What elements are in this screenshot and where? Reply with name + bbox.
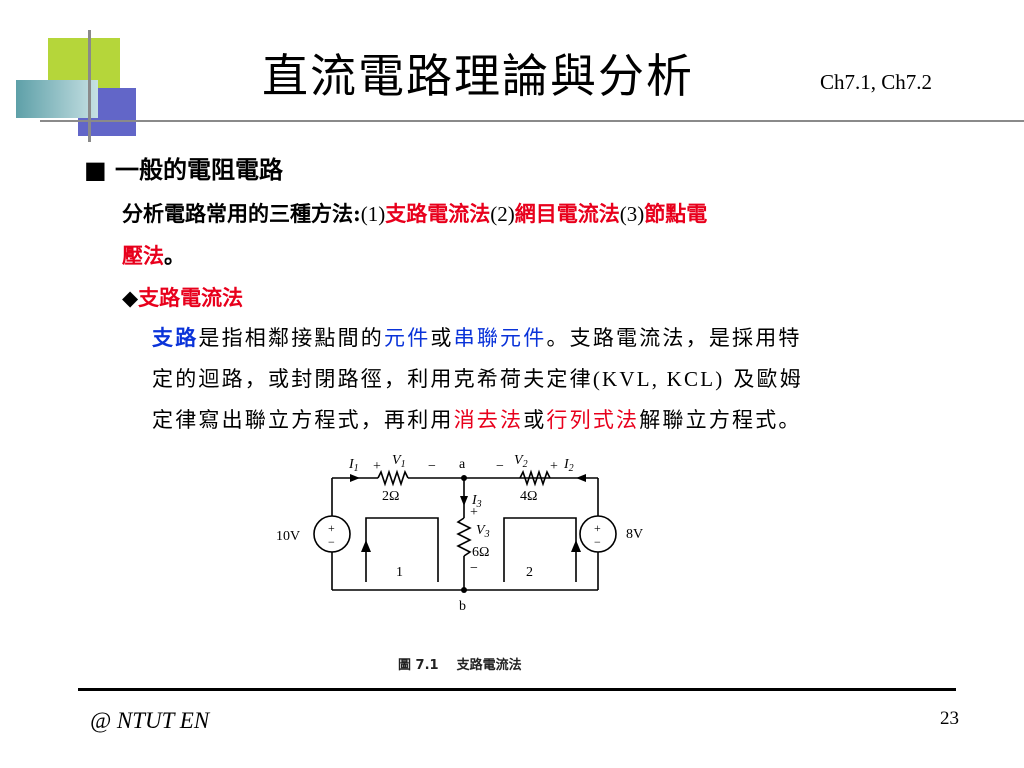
resistor-r3-label: 6Ω — [472, 545, 489, 560]
text: 及歐姆 — [724, 367, 803, 391]
square-bullet-icon: ■ — [84, 155, 107, 184]
diamond-bullet-icon: ◆ — [122, 285, 139, 310]
text: 定律寫出聯立方程式，再利用 — [152, 408, 454, 432]
node-b-dot — [461, 587, 467, 593]
resistor-r1 — [377, 469, 409, 487]
current-i3-label: I3 — [471, 493, 482, 510]
v2-minus-sign: − — [496, 459, 504, 474]
method-1: 支路電流法 — [385, 201, 491, 226]
node-a-dot — [461, 475, 467, 481]
decor-horizontal-line — [40, 120, 1024, 122]
current-arrow-i1 — [350, 474, 360, 482]
method-number-3: (3) — [619, 202, 645, 226]
current-i1-label: I1 — [348, 457, 359, 474]
paragraph-line-1: 支路是指相鄰接點間的元件或串聯元件。支路電流法，是採用特 — [152, 325, 802, 351]
text: 是指相鄰接點間的 — [198, 326, 385, 350]
methods-end: 。 — [164, 243, 185, 268]
slide-title: 直流電路理論與分析 — [262, 49, 694, 103]
resistor-r1-label: 2Ω — [382, 489, 399, 504]
figure-caption: 圖 7.1 支路電流法 — [398, 654, 522, 673]
current-arrow-i3 — [460, 496, 468, 506]
source-right-label: 8V — [626, 527, 643, 542]
text: 或 — [523, 408, 547, 432]
method-3-part-a: 節點電 — [644, 201, 708, 226]
resistor-r2 — [519, 469, 551, 487]
source-left-plus: + — [328, 521, 335, 535]
text: 定的迴路，或封閉路徑，利用克希荷夫定律 — [152, 367, 593, 391]
chapter-reference: Ch7.1, Ch7.2 — [820, 70, 933, 94]
circuit-diagram: a b I1 + V1 − 2Ω I3 + V3 6Ω − − V2 + I2 … — [276, 453, 643, 614]
term-branch: 支路 — [152, 325, 199, 350]
resistor-r2-label: 4Ω — [520, 489, 537, 504]
text: (KVL, KCL) — [592, 367, 725, 391]
term-element: 元件 — [384, 326, 431, 350]
method-2: 網目電流法 — [514, 201, 620, 226]
loop-1-arrowhead — [361, 540, 371, 552]
figure-caption-text: 支路電流法 — [456, 658, 522, 673]
text: 。支路電流法，是採用特 — [546, 326, 802, 350]
section-heading: ■ 一般的電阻電路 — [84, 155, 284, 185]
voltage-v3-label: V3 — [476, 523, 490, 540]
text: 解聯立方程式。 — [639, 408, 802, 432]
term-elimination-method: 消去法 — [453, 408, 524, 432]
current-i2-label: I2 — [563, 457, 574, 474]
footer-divider — [78, 688, 956, 691]
voltage-source-right — [579, 515, 617, 553]
term-series-element: 串聯元件 — [453, 326, 547, 350]
figure-caption-label: 圖 7.1 — [398, 658, 439, 673]
v3-plus-sign: + — [470, 505, 478, 520]
method-3-part-b: 壓法 — [122, 243, 164, 268]
sub-heading-text: 支路電流法 — [138, 285, 244, 310]
methods-prefix: 分析電路常用的三種方法: — [122, 201, 361, 226]
paragraph-line-3: 定律寫出聯立方程式，再利用消去法或行列式法解聯立方程式。 — [152, 408, 802, 433]
source-left-minus: − — [328, 535, 335, 549]
current-arrow-i2 — [576, 474, 586, 482]
source-right-plus: + — [594, 521, 601, 535]
resistor-r3 — [456, 517, 472, 557]
loop-1-label: 1 — [396, 565, 403, 580]
sub-heading: ◆支路電流法 — [122, 285, 243, 310]
voltage-v2-label: V2 — [514, 453, 528, 470]
voltage-source-left — [313, 515, 351, 553]
decor-vertical-line — [88, 30, 91, 142]
v1-minus-sign: − — [428, 459, 436, 474]
node-b-label: b — [459, 599, 466, 614]
loop-2-arrowhead — [571, 540, 581, 552]
loop-2-arrow — [503, 517, 577, 582]
term-determinant-method: 行列式法 — [546, 408, 640, 432]
text: 或 — [430, 326, 454, 350]
section-heading-text: 一般的電阻電路 — [115, 155, 284, 184]
methods-line-continued: 壓法。 — [122, 243, 185, 268]
loop-2-label: 2 — [526, 565, 533, 580]
node-a-label: a — [459, 457, 466, 472]
source-right-minus: − — [594, 535, 601, 549]
decor-green-square — [48, 38, 120, 88]
footer-organization: @ NTUT EN — [90, 708, 210, 733]
v3-minus-sign: − — [470, 561, 478, 576]
v2-plus-sign: + — [550, 459, 558, 474]
voltage-v1-label: V1 — [392, 453, 406, 470]
method-number-2: (2) — [490, 202, 515, 226]
methods-line: 分析電路常用的三種方法:(1)支路電流法(2)網目電流法(3)節點電 — [122, 201, 707, 227]
v1-plus-sign: + — [373, 459, 381, 474]
decor-teal-bar — [16, 80, 98, 118]
paragraph-line-2: 定的迴路，或封閉路徑，利用克希荷夫定律(KVL, KCL) 及歐姆 — [152, 367, 803, 392]
source-left-label: 10V — [276, 529, 300, 544]
page-number: 23 — [940, 708, 959, 729]
method-number-1: (1) — [360, 202, 386, 226]
